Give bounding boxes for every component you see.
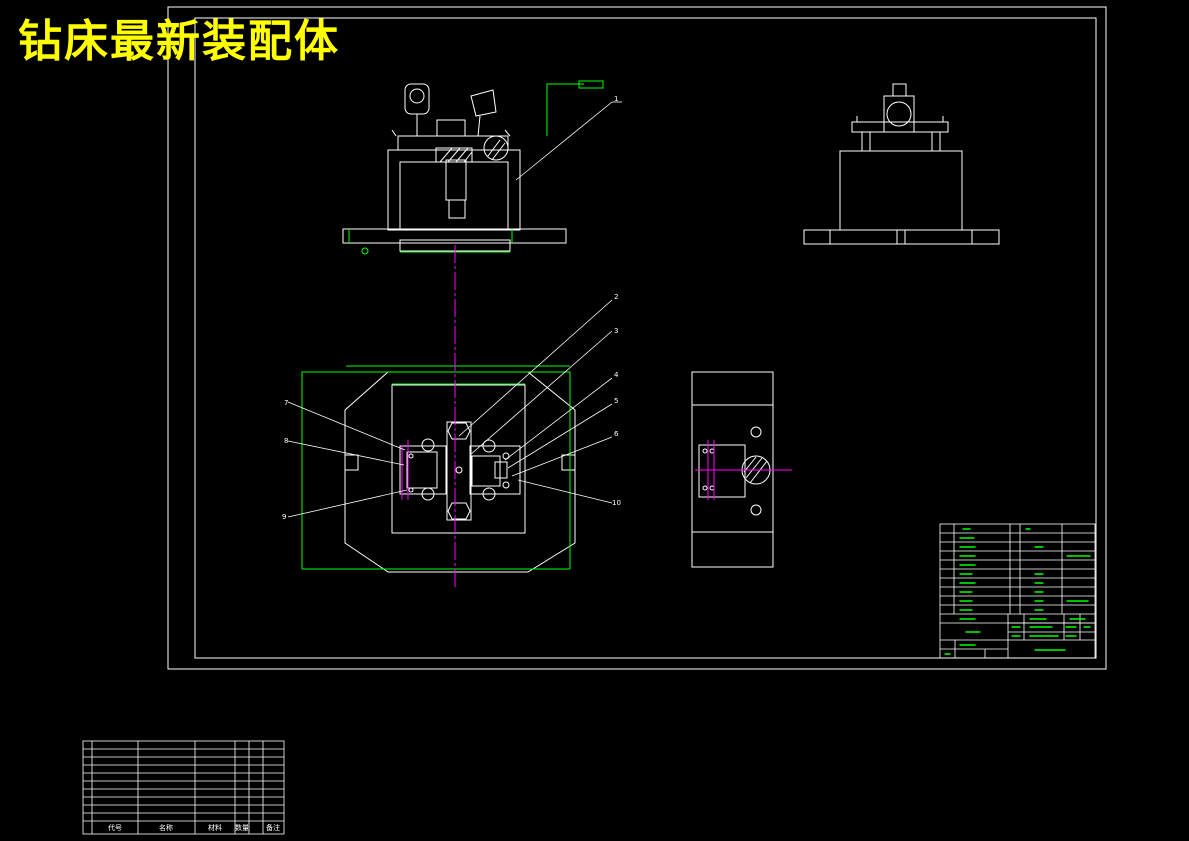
revision-header-name: 名称 (159, 823, 173, 832)
plan-view-centerlines (401, 245, 456, 590)
balloon-2: 2 (614, 293, 618, 301)
balloon-3: 3 (614, 327, 618, 335)
balloon-8: 8 (284, 437, 288, 445)
drawing-title: 钻床最新装配体 (18, 16, 340, 67)
revision-header-quantity: 数量 (235, 823, 249, 832)
plan-view-dimensions (301, 365, 571, 570)
title-block (939, 523, 1096, 659)
revision-header-material: 材料 (208, 823, 222, 832)
revision-header-code: 代号 (108, 823, 122, 832)
title-block-entries (944, 528, 1091, 655)
side-view (803, 83, 1000, 245)
balloon-labels: 1 2 3 4 5 6 7 8 9 10 (282, 95, 621, 521)
balloon-10: 10 (612, 499, 621, 507)
balloon-7: 7 (284, 399, 288, 407)
balloon-6: 6 (614, 430, 619, 438)
revision-table-headers: 代号 名称 材料 数量 备注 (108, 823, 280, 832)
revision-table (82, 740, 285, 835)
balloon-5: 5 (614, 397, 618, 405)
balloon-1: 1 (614, 95, 618, 103)
section-view-centerlines (695, 440, 792, 500)
front-view-dimensions (348, 80, 604, 255)
front-view-leader-1 (515, 101, 613, 181)
balloon-4: 4 (614, 371, 619, 379)
drawing-frame (167, 6, 1107, 670)
plan-view (344, 371, 576, 573)
balloon-9: 9 (282, 513, 286, 521)
front-view (342, 83, 567, 252)
plan-view-leaders (287, 299, 613, 518)
revision-header-remark: 备注 (266, 823, 280, 832)
